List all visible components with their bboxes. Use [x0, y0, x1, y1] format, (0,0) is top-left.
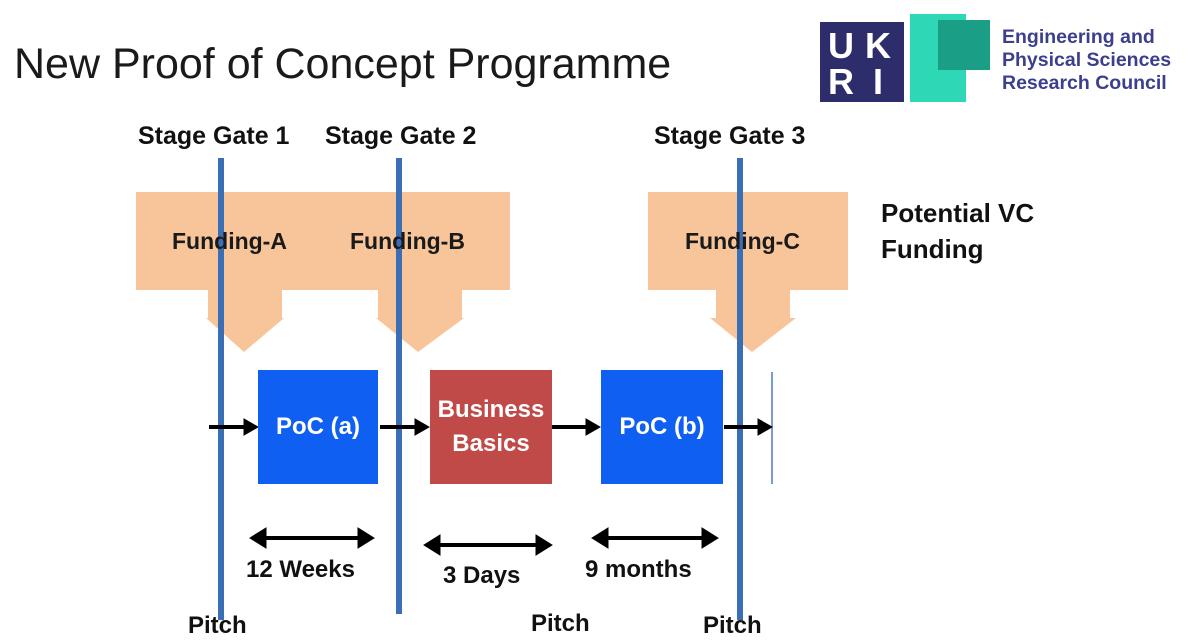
flow-arrow-1-head [243, 418, 260, 436]
pitch-label-3: Pitch [703, 612, 762, 639]
council-line-2: Physical Sciences [1002, 49, 1172, 71]
flow-arrow-2-head [414, 418, 431, 436]
duration-arrow-2-left-head [423, 534, 441, 556]
duration-arrow-3-left-head [591, 527, 609, 549]
flow-arrow-4-head [757, 418, 774, 436]
council-line-3: Research Council [1002, 72, 1167, 94]
funding-b-label: Funding-B [350, 228, 465, 254]
business-basics-box: Business Basics [430, 370, 552, 484]
stage-gate-2-label: Stage Gate 2 [325, 122, 477, 150]
poc-b-box: PoC (b) [601, 370, 723, 484]
ukri-logo: U K R I [820, 14, 990, 102]
logo-accent-bar-2 [938, 20, 990, 70]
duration-arrow-1-right-head [357, 527, 375, 549]
vc-line-1: Potential VC [881, 198, 1035, 228]
ukri-letter-r: R [828, 61, 854, 102]
vc-line-2: Funding [881, 234, 984, 264]
duration-arrow-2-right-head [535, 534, 553, 556]
ukri-letter-k: K [865, 25, 891, 66]
duration-arrow-1-left-head [249, 527, 267, 549]
duration-12-weeks: 12 Weeks [246, 556, 355, 583]
duration-9-months: 9 months [585, 556, 692, 583]
stage-gate-1-label: Stage Gate 1 [138, 122, 290, 150]
duration-3-days: 3 Days [443, 562, 521, 589]
stage-gate-3-label: Stage Gate 3 [654, 122, 806, 150]
flow-arrow-3-head [585, 418, 602, 436]
pitch-label-1: Pitch [188, 612, 247, 639]
poc-a-box: PoC (a) [258, 370, 378, 484]
council-line-1: Engineering and [1002, 26, 1155, 48]
funding-a-label: Funding-A [172, 228, 287, 254]
page-title: New Proof of Concept Programme [14, 40, 672, 88]
business-basics-line-1: Business [437, 396, 545, 423]
pitch-label-2: Pitch [531, 610, 590, 637]
ukri-mark-square [820, 22, 904, 102]
ukri-letter-i: I [873, 61, 883, 102]
funding-ab-banner [136, 192, 510, 352]
potential-vc-funding: Potential VC Funding [881, 195, 1034, 267]
poc-a-label: PoC (a) [276, 413, 360, 440]
ukri-letter-u: U [828, 25, 854, 66]
poc-b-label: PoC (b) [619, 413, 705, 440]
duration-arrow-3-right-head [701, 527, 719, 549]
funding-c-banner [648, 192, 848, 352]
business-basics-line-2: Basics [452, 430, 530, 457]
council-name: Engineering and Physical Sciences Resear… [1002, 26, 1171, 95]
funding-c-label: Funding-C [685, 228, 800, 254]
